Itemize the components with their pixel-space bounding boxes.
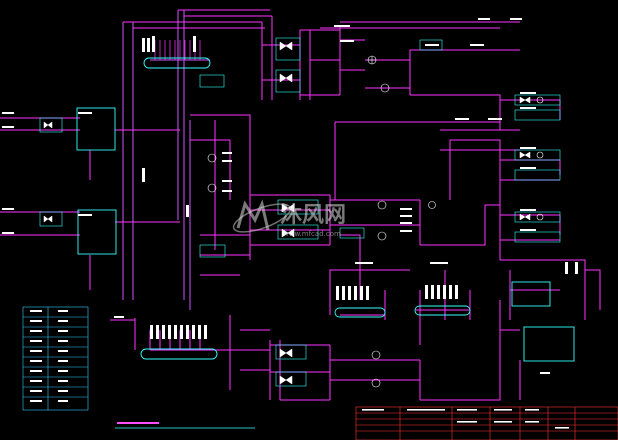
collector-vessel-left <box>334 307 386 318</box>
heat-exchanger-lower <box>77 209 117 255</box>
title-block-entries <box>362 409 569 429</box>
lower-header-vessel <box>140 348 218 360</box>
legend-symbols <box>30 310 68 402</box>
collector-vessel-right <box>414 305 471 316</box>
valve-group-frames <box>39 37 561 387</box>
watermark-url: www.mfcad.com <box>283 230 341 238</box>
watermark: 沐风网 www.mfcad.com <box>232 199 346 238</box>
heat-exchanger-upper <box>76 107 116 151</box>
valve-symbols <box>43 41 531 385</box>
mf-logo-icon <box>232 199 292 233</box>
drawing-caption <box>115 422 255 429</box>
tank-upper <box>511 281 551 307</box>
title-block <box>355 406 618 440</box>
upper-header-vessel <box>143 57 211 69</box>
equipment-layer <box>76 57 575 362</box>
watermark-brand: 沐风网 <box>280 203 346 228</box>
instrument-tags <box>2 18 578 374</box>
tank-lower <box>523 326 575 362</box>
legend-table <box>22 306 89 411</box>
pump-symbols <box>207 55 544 388</box>
